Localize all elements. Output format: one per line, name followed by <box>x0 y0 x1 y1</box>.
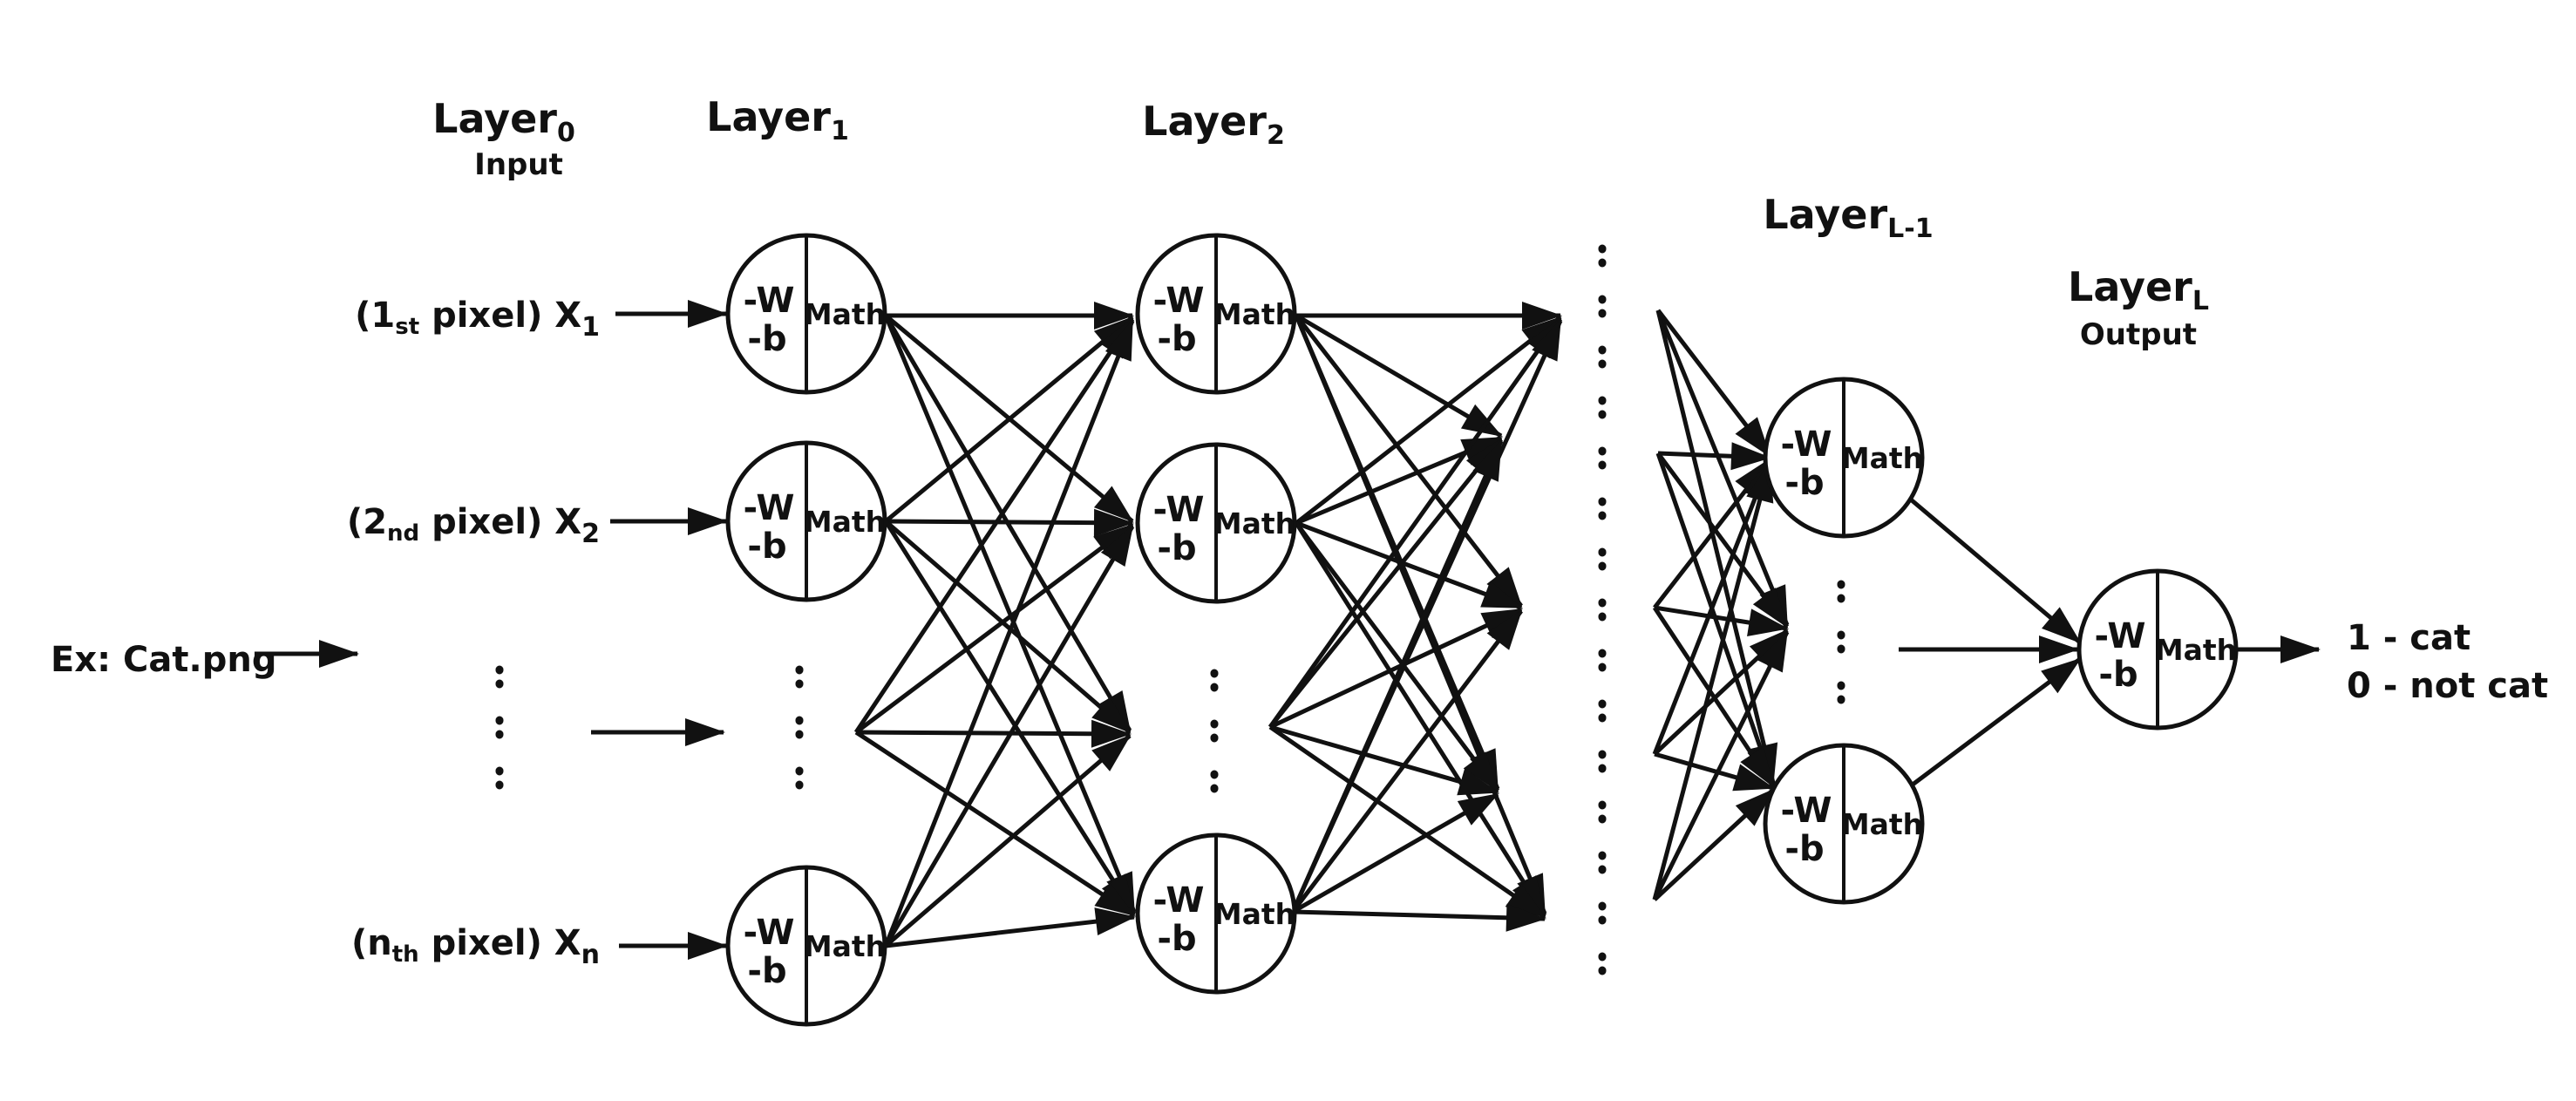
edge <box>1654 751 1775 792</box>
edge <box>1652 459 1772 755</box>
neuron-weights-w: -W <box>744 281 795 321</box>
neuron-math-label: Math <box>1213 506 1295 540</box>
edge <box>1294 521 1547 917</box>
neuron-layer1-2: -W -b Math <box>725 440 887 602</box>
edge <box>1654 605 1789 636</box>
edge <box>1290 439 1504 914</box>
layer0-label: Layer0 <box>432 95 575 148</box>
neuron-layerL-output: -W -b Math <box>2076 568 2239 731</box>
layerL-caption: Output <box>2080 317 2197 352</box>
neuron-layer2-3: -W -b Math <box>1135 833 1297 995</box>
edge <box>1653 788 1775 901</box>
neuron-weights-b: -b <box>747 319 786 359</box>
neuron-weights-w: -W <box>1153 490 1205 530</box>
neuron-math-label: Math <box>804 505 886 539</box>
edge <box>1295 316 1562 525</box>
edge <box>1656 309 1771 458</box>
neuron-weights-w: -W <box>744 488 795 528</box>
neuron-layerL-1-1: -W -b Math <box>1763 377 1925 539</box>
edge <box>853 317 1135 734</box>
edge <box>883 525 1135 948</box>
neuron-layerL-1-2: -W -b Math <box>1763 743 1925 905</box>
edge <box>854 730 1136 918</box>
output-label-line1: 1 - cat <box>2347 618 2471 658</box>
layer2-label: Layer2 <box>1142 98 1285 151</box>
neuron-weights-b: -b <box>1784 829 1824 869</box>
input-x2-label: (2nd pixel) X2 <box>347 502 600 549</box>
edge <box>854 523 1134 734</box>
input-xn-label: (nth pixel) Xn <box>351 923 600 970</box>
input-example-label: Ex: Cat.png <box>51 640 276 680</box>
neuron-weights-b: -b <box>1157 319 1196 359</box>
edge <box>1904 493 2082 644</box>
neuron-math-label: Math <box>1213 297 1295 331</box>
edge <box>1295 314 1523 608</box>
edge <box>1268 438 1503 729</box>
edge <box>1655 452 1790 629</box>
neuron-weights-b: -b <box>747 951 786 991</box>
neuron-math-label: Math <box>804 929 886 963</box>
neuron-math-label: Math <box>1841 441 1923 475</box>
layer0-caption: Input <box>474 147 563 182</box>
neuron-weights-w: -W <box>1781 791 1832 831</box>
edge <box>884 520 1132 734</box>
neuron-weights-b: -b <box>747 527 786 567</box>
edge <box>1295 313 1503 438</box>
edge <box>883 315 1137 914</box>
neuron-weights-w: -W <box>1781 425 1832 465</box>
neuron-layer1-1: -W -b Math <box>725 233 887 395</box>
edge <box>855 719 1132 748</box>
edge <box>883 319 1135 947</box>
edge <box>1652 461 1774 901</box>
neuron-layer2-1: -W -b Math <box>1135 233 1297 395</box>
neuron-math-label: Math <box>804 297 886 331</box>
layerL-label: LayerL <box>2068 263 2209 316</box>
neuron-layer2-2: -W -b Math <box>1135 442 1297 604</box>
layerL-1-label: LayerL-1 <box>1763 191 1933 244</box>
edge <box>883 520 1137 915</box>
edge <box>1269 724 1499 796</box>
neuron-weights-b: -b <box>2098 655 2138 695</box>
neuron-weights-w: -W <box>744 913 795 953</box>
neuron-weights-b: -b <box>1157 528 1196 568</box>
edge <box>1655 309 1778 785</box>
edge <box>1268 607 1523 730</box>
edge <box>1652 630 1790 901</box>
edge <box>1655 309 1790 627</box>
edge <box>1294 315 1547 915</box>
neuron-weights-w: -W <box>1153 281 1205 321</box>
output-label-line2: 0 - not cat <box>2347 666 2548 706</box>
neuron-weights-b: -b <box>1784 463 1824 503</box>
edge <box>1657 442 1771 471</box>
neuron-math-label: Math <box>2155 633 2237 667</box>
input-arrows <box>255 300 728 960</box>
neuron-math-label: Math <box>1841 807 1923 841</box>
neuron-weights-w: -W <box>1153 880 1205 921</box>
layer1-label: Layer1 <box>706 93 849 146</box>
input-x1-label: (1st pixel) X1 <box>355 296 600 343</box>
edge <box>884 316 1134 523</box>
neuron-layer1-3: -W -b Math <box>725 865 887 1027</box>
edge <box>1295 521 1499 792</box>
edge <box>1291 792 1499 914</box>
edge <box>885 508 1134 537</box>
neuron-math-label: Math <box>1213 897 1295 931</box>
layer2-hidden-edges <box>1268 302 1563 932</box>
edge <box>1268 317 1563 729</box>
edge <box>1907 657 2082 789</box>
neuron-weights-b: -b <box>1157 919 1196 959</box>
edge <box>1295 520 1523 610</box>
layer1-layer2-edges <box>853 302 1137 948</box>
edge <box>1268 724 1546 920</box>
edge <box>885 907 1136 948</box>
edge <box>1292 903 1546 932</box>
layerL-1-layerL-edges <box>1899 493 2082 789</box>
edge <box>884 734 1132 948</box>
hidden-layerL-1-edges <box>1652 309 1790 901</box>
edge <box>1291 609 1523 914</box>
neuron-weights-w: -W <box>2095 616 2146 656</box>
